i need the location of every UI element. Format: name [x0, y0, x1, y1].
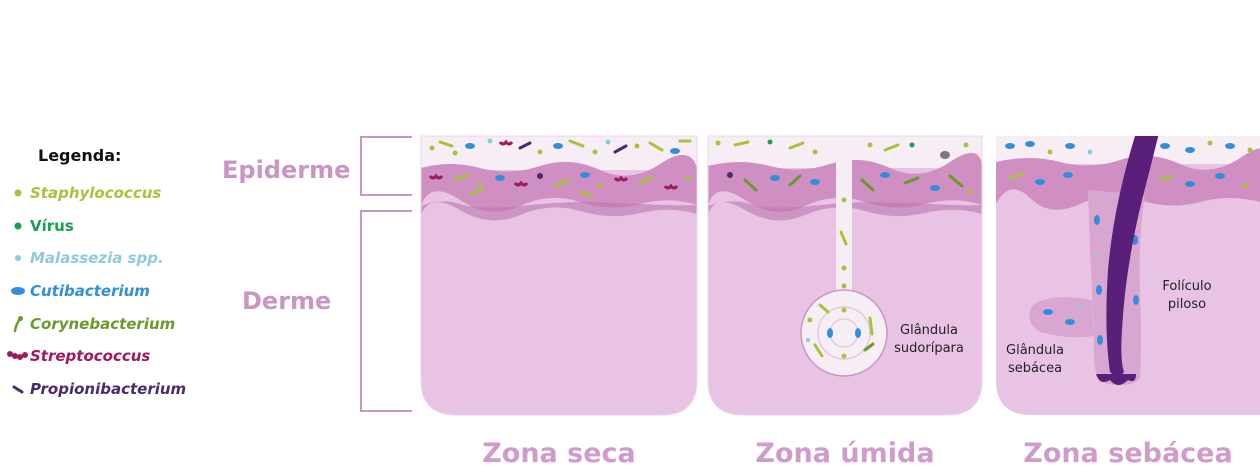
panel-moist-zone — [708, 136, 982, 416]
hair-follicle-label: Folículo piloso — [1152, 278, 1222, 314]
zone-label-dry: Zona seca — [421, 438, 697, 469]
sebaceous-gland — [1029, 297, 1094, 337]
epidermis-bracket — [361, 137, 412, 195]
sweat-gland — [801, 290, 887, 376]
panel-dry-zone — [421, 136, 697, 416]
sweat-duct — [836, 150, 852, 300]
zone-label-moist: Zona úmida — [708, 438, 982, 469]
sebaceous-gland-label: Glândula sebácea — [1000, 342, 1070, 378]
sweat-gland-label: Glândula sudorípara — [884, 322, 974, 358]
dermis-bracket — [361, 211, 412, 411]
zone-label-sebaceous: Zona sebácea — [996, 438, 1260, 469]
